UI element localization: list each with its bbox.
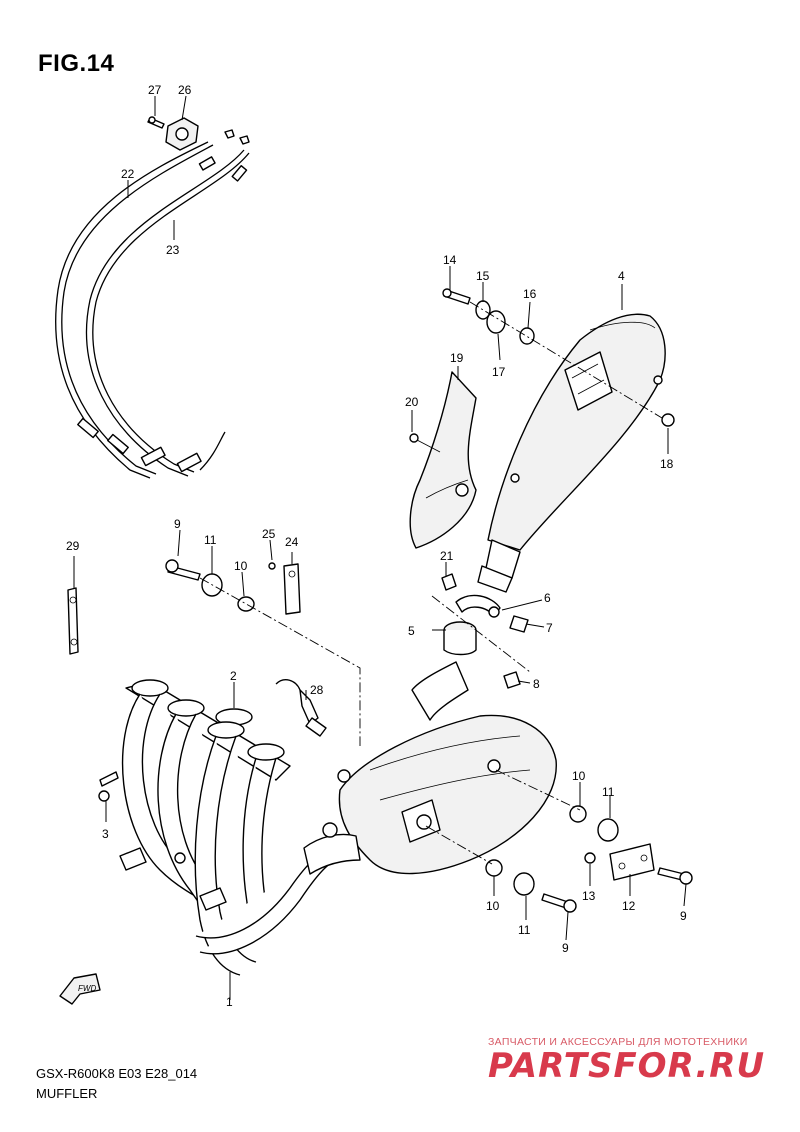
callout-17: 17 bbox=[492, 365, 506, 379]
callout-1: 1 bbox=[226, 995, 233, 1009]
callout-15: 15 bbox=[476, 269, 490, 283]
watermark-tagline: ЗАПЧАСТИ И АКСЕССУАРЫ ДЛЯ МОТОТЕХНИКИ bbox=[488, 1036, 748, 1048]
hardware-top-right bbox=[442, 288, 675, 427]
callout-25: 25 bbox=[262, 527, 276, 541]
callout-10c: 10 bbox=[486, 899, 500, 913]
callout-9c: 9 bbox=[680, 909, 687, 923]
callout-2: 2 bbox=[230, 669, 237, 683]
callout-3: 3 bbox=[102, 827, 109, 841]
callout-21: 21 bbox=[440, 549, 454, 563]
header-pipes-1 bbox=[98, 679, 357, 976]
cable-assembly bbox=[55, 116, 250, 479]
forward-arrow-icon: FWD bbox=[59, 973, 101, 1005]
callout-labels: 27 26 22 23 14 15 16 4 17 19 20 18 9 11 … bbox=[66, 83, 687, 1009]
watermark-logo: PARTSFOR.RU bbox=[488, 1046, 766, 1086]
callout-23: 23 bbox=[166, 243, 180, 257]
leader-lines bbox=[73, 95, 687, 1000]
silencer-4 bbox=[477, 313, 666, 593]
collector-chamber bbox=[303, 661, 557, 875]
callout-13: 13 bbox=[582, 889, 596, 903]
mount-lower-right bbox=[425, 769, 693, 913]
callout-14: 14 bbox=[443, 253, 457, 267]
callout-18: 18 bbox=[660, 457, 674, 471]
callout-12: 12 bbox=[622, 899, 636, 913]
callout-22: 22 bbox=[121, 167, 135, 181]
callout-20: 20 bbox=[405, 395, 419, 409]
callout-5: 5 bbox=[408, 624, 415, 638]
callout-10a: 10 bbox=[234, 559, 248, 573]
callout-11c: 11 bbox=[518, 923, 531, 937]
callout-11a: 11 bbox=[204, 533, 217, 547]
callout-8: 8 bbox=[533, 677, 540, 691]
callout-7: 7 bbox=[546, 621, 553, 635]
callout-16: 16 bbox=[523, 287, 537, 301]
mount-upper-left bbox=[165, 559, 361, 746]
bracket-29 bbox=[67, 587, 79, 655]
figure-code: GSX-R600K8 E03 E28_014 bbox=[36, 1066, 198, 1081]
callout-24: 24 bbox=[285, 535, 299, 549]
figure-name: MUFFLER bbox=[36, 1086, 98, 1101]
heat-shield-19 bbox=[409, 371, 477, 549]
callout-19: 19 bbox=[450, 351, 464, 365]
callout-29: 29 bbox=[66, 539, 80, 553]
fwd-label: FWD bbox=[78, 984, 96, 993]
clamp-group bbox=[431, 573, 531, 689]
callout-27: 27 bbox=[148, 83, 162, 97]
callout-11b: 11 bbox=[602, 785, 615, 799]
callout-9a: 9 bbox=[174, 517, 181, 531]
callout-9b: 9 bbox=[562, 941, 569, 955]
o2-sensor-28 bbox=[275, 679, 327, 737]
figure-title: FIG.14 bbox=[38, 50, 115, 77]
callout-26: 26 bbox=[178, 83, 192, 97]
callout-6: 6 bbox=[544, 591, 551, 605]
callout-28: 28 bbox=[310, 683, 324, 697]
callout-10b: 10 bbox=[572, 769, 586, 783]
screw-20 bbox=[409, 433, 441, 453]
callout-4: 4 bbox=[618, 269, 625, 283]
bracket-24 bbox=[268, 562, 301, 615]
